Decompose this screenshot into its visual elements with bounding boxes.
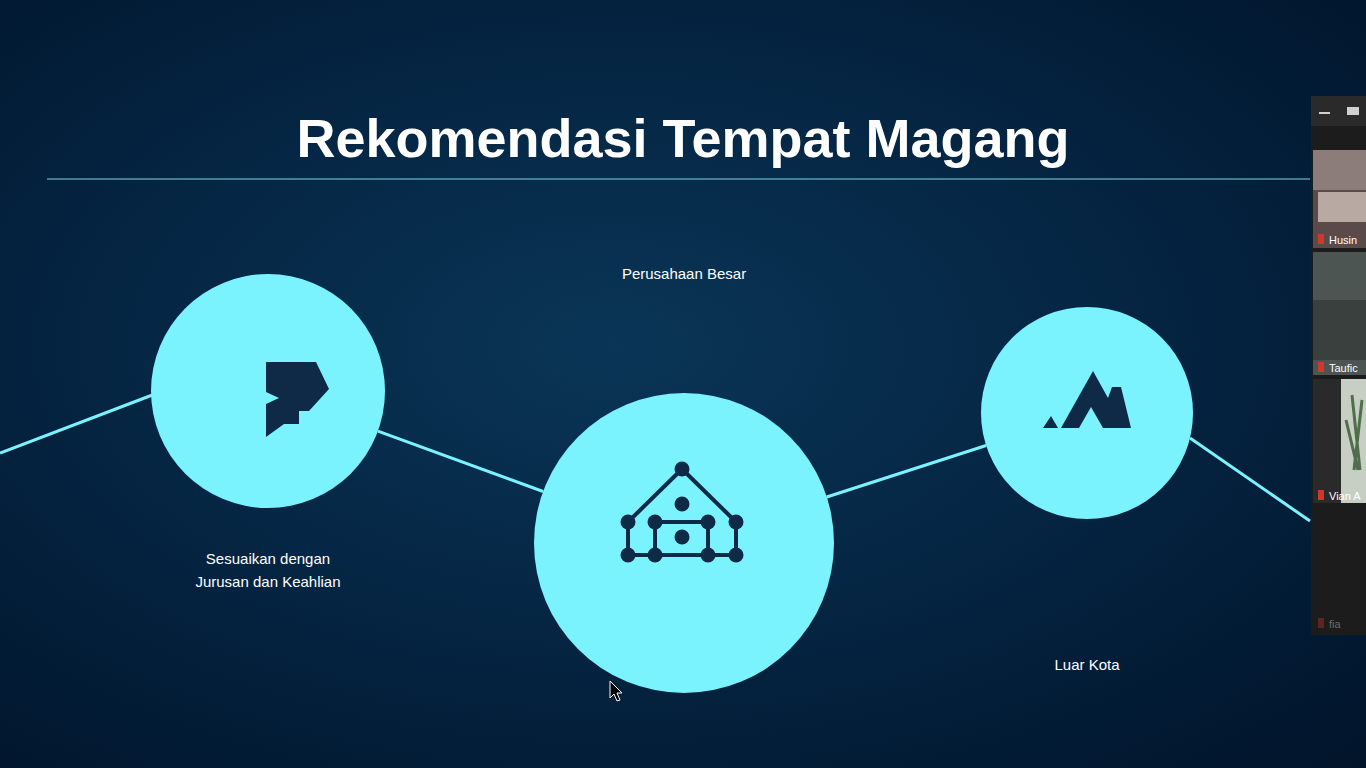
panel-ground [1311, 96, 1366, 635]
network-line [628, 469, 682, 522]
node-label: Luar Kota [1007, 653, 1167, 676]
network-dot [621, 548, 636, 563]
title-rule [47, 178, 1310, 179]
video-tile [1313, 150, 1366, 190]
mute-icons [1318, 234, 1324, 628]
network-line [655, 520, 708, 524]
slide-title: Rekomendasi Tempat Magang [0, 105, 1366, 171]
participant-name: Husin [1329, 233, 1357, 247]
participant-name: Vian A [1329, 489, 1361, 503]
network-dot [729, 548, 744, 563]
icon [266, 362, 329, 437]
mouse-cursor [610, 681, 622, 701]
network-dot [701, 515, 716, 530]
circle-fill [534, 393, 834, 693]
video-tile [1318, 192, 1366, 222]
video-tile [1313, 300, 1366, 360]
icon [621, 462, 744, 563]
circle-fill [151, 274, 385, 508]
video-tile [1313, 252, 1366, 375]
network-dot [621, 515, 636, 530]
network-dot [675, 462, 690, 477]
plant [1346, 395, 1362, 470]
node-label: Sesuaikan dengan Jurusan dan Keahlian [186, 547, 351, 593]
circle-shape [534, 393, 834, 693]
circle-fill [981, 307, 1193, 519]
maximize-icon [1347, 107, 1359, 115]
flag-icon [266, 362, 329, 437]
network-dot [701, 548, 716, 563]
circle-shape [981, 307, 1193, 519]
network-dot [648, 548, 663, 563]
network-dot [675, 497, 690, 512]
connector-line [827, 446, 986, 497]
network-dot [729, 515, 744, 530]
panel-bar [1311, 96, 1366, 126]
network-line [682, 469, 736, 522]
circle-node: Luar Kota [981, 307, 1193, 519]
video-tile [1341, 379, 1366, 503]
circle-node: Sesuaikan dengan Jurusan dan Keahlian [151, 274, 385, 508]
video-panel [1311, 96, 1366, 635]
icon [1043, 371, 1131, 428]
lead-line [0, 394, 155, 453]
node-label: Perusahaan Besar [574, 262, 794, 285]
peak-icon [1043, 371, 1131, 428]
network-dot [675, 530, 690, 545]
participant-name: fia [1329, 617, 1341, 631]
participant-name: Taufic [1329, 361, 1358, 375]
circle-node: Perusahaan Besar [534, 393, 834, 693]
circle-shape [151, 274, 385, 508]
video-tile [1313, 150, 1366, 248]
minimize-icon [1319, 112, 1330, 114]
network-line [628, 553, 736, 557]
video-tile [1313, 379, 1366, 503]
lead-line [1190, 438, 1310, 521]
network-dot [648, 515, 663, 530]
connector-line [378, 431, 543, 491]
